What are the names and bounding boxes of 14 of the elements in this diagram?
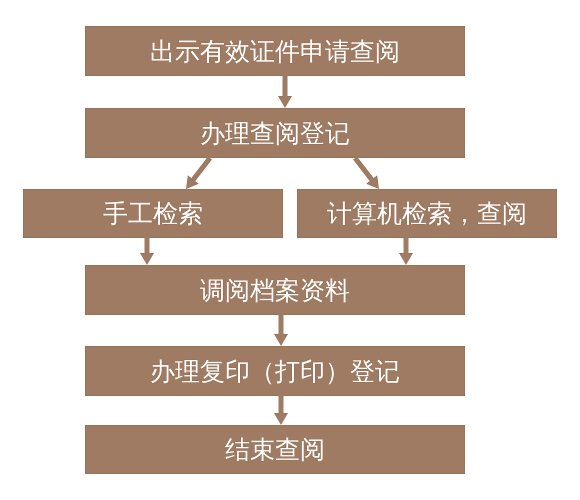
process-box: 计算机检索，查阅 (297, 189, 557, 238)
arrow (274, 315, 288, 346)
arrow (274, 396, 288, 425)
arrow (353, 156, 381, 191)
arrow (278, 76, 292, 108)
process-box: 办理复印（打印）登记 (85, 346, 465, 396)
process-box: 出示有效证件申请查阅 (85, 26, 465, 76)
process-box: 办理查阅登记 (85, 108, 465, 158)
process-box: 调阅档案资料 (85, 265, 465, 315)
arrow (140, 238, 154, 265)
arrow (184, 156, 212, 191)
arrow (399, 238, 413, 265)
process-box: 结束查阅 (85, 425, 465, 474)
process-box: 手工检索 (23, 189, 283, 238)
